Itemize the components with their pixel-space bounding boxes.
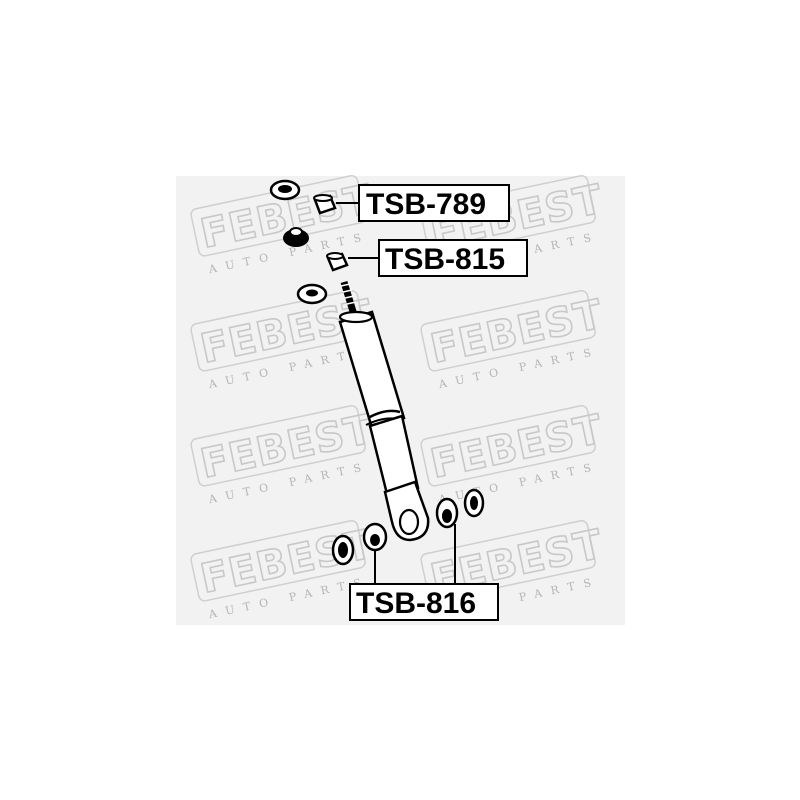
- part-label-tsb-816: TSB-816: [356, 587, 476, 620]
- bushing-icon: [463, 488, 485, 518]
- part-label-tsb-815: TSB-815: [385, 243, 505, 276]
- nut-icon: [283, 227, 309, 247]
- bushing-icon: [435, 497, 459, 529]
- label-box: [358, 184, 510, 222]
- part-label-tsb-789: TSB-789: [366, 188, 486, 221]
- washer-icon: [269, 179, 301, 201]
- label-box: [378, 239, 528, 277]
- bushing-icon: [362, 522, 388, 552]
- bushing-icon: [326, 252, 349, 272]
- label-box: [349, 583, 499, 621]
- bushing-icon: [313, 194, 337, 215]
- shock-absorber-icon: [338, 280, 430, 542]
- bushing-icon: [331, 534, 355, 566]
- washer-icon: [296, 283, 328, 305]
